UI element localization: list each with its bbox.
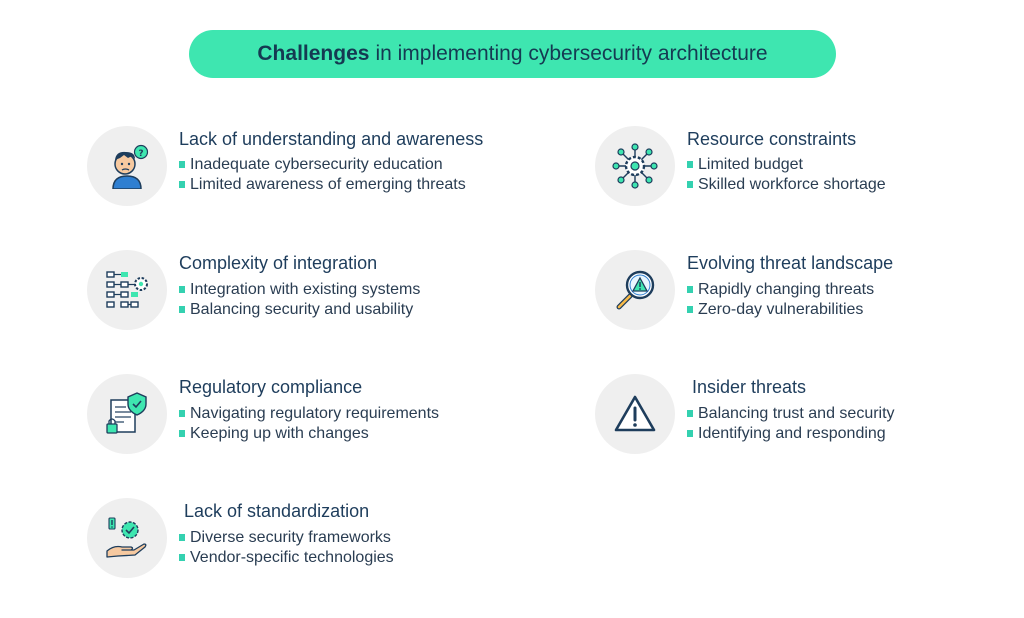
bullet-item: Navigating regulatory requirements — [179, 404, 439, 424]
bullet-item: Zero-day vulnerabilities — [687, 300, 874, 320]
compliance-document-icon — [87, 374, 167, 454]
bullet-item: Integration with existing systems — [179, 280, 420, 300]
challenge-bullets: Integration with existing systems Balanc… — [179, 280, 420, 320]
title-banner: Challenges in implementing cybersecurity… — [189, 30, 836, 78]
bullet-item: Vendor-specific technologies — [179, 548, 394, 568]
network-gear-icon — [595, 126, 675, 206]
challenge-title: Lack of standardization — [184, 501, 370, 521]
challenge-title: Resource constraints — [687, 129, 857, 149]
bullet-item: Limited awareness of emerging threats — [179, 175, 466, 195]
challenge-title: Evolving threat landscape — [687, 253, 894, 273]
bullet-item: Skilled workforce shortage — [687, 175, 886, 195]
challenge-bullets: Limited budget Skilled workforce shortag… — [687, 155, 886, 195]
challenge-title: Lack of understanding and awareness — [179, 129, 484, 149]
warning-triangle-icon — [595, 374, 675, 454]
challenge-bullets: Navigating regulatory requirements Keepi… — [179, 404, 439, 444]
bullet-item: Balancing trust and security — [687, 404, 895, 424]
svg-text:?: ? — [138, 149, 143, 159]
bullet-item: Diverse security frameworks — [179, 528, 394, 548]
challenge-bullets: Inadequate cybersecurity education Limit… — [179, 155, 466, 195]
hand-badge-icon — [87, 498, 167, 578]
bullet-item: Keeping up with changes — [179, 424, 439, 444]
title-rest: in implementing cybersecurity architectu… — [375, 42, 768, 65]
challenge-title: Insider threats — [692, 377, 807, 397]
challenge-title: Regulatory compliance — [179, 377, 363, 397]
confused-person-icon: ? — [87, 126, 167, 206]
challenge-title: Complexity of integration — [179, 253, 378, 273]
integration-flowchart-icon — [87, 250, 167, 330]
bullet-item: Limited budget — [687, 155, 886, 175]
magnifier-warning-icon — [595, 250, 675, 330]
challenge-bullets: Rapidly changing threats Zero-day vulner… — [687, 280, 874, 320]
bullet-item: Identifying and responding — [687, 424, 895, 444]
challenge-bullets: Balancing trust and security Identifying… — [687, 404, 895, 444]
bullet-item: Balancing security and usability — [179, 300, 420, 320]
challenge-bullets: Diverse security frameworks Vendor-speci… — [179, 528, 394, 568]
bullet-item: Inadequate cybersecurity education — [179, 155, 466, 175]
bullet-item: Rapidly changing threats — [687, 280, 874, 300]
title-bold: Challenges — [257, 42, 370, 65]
